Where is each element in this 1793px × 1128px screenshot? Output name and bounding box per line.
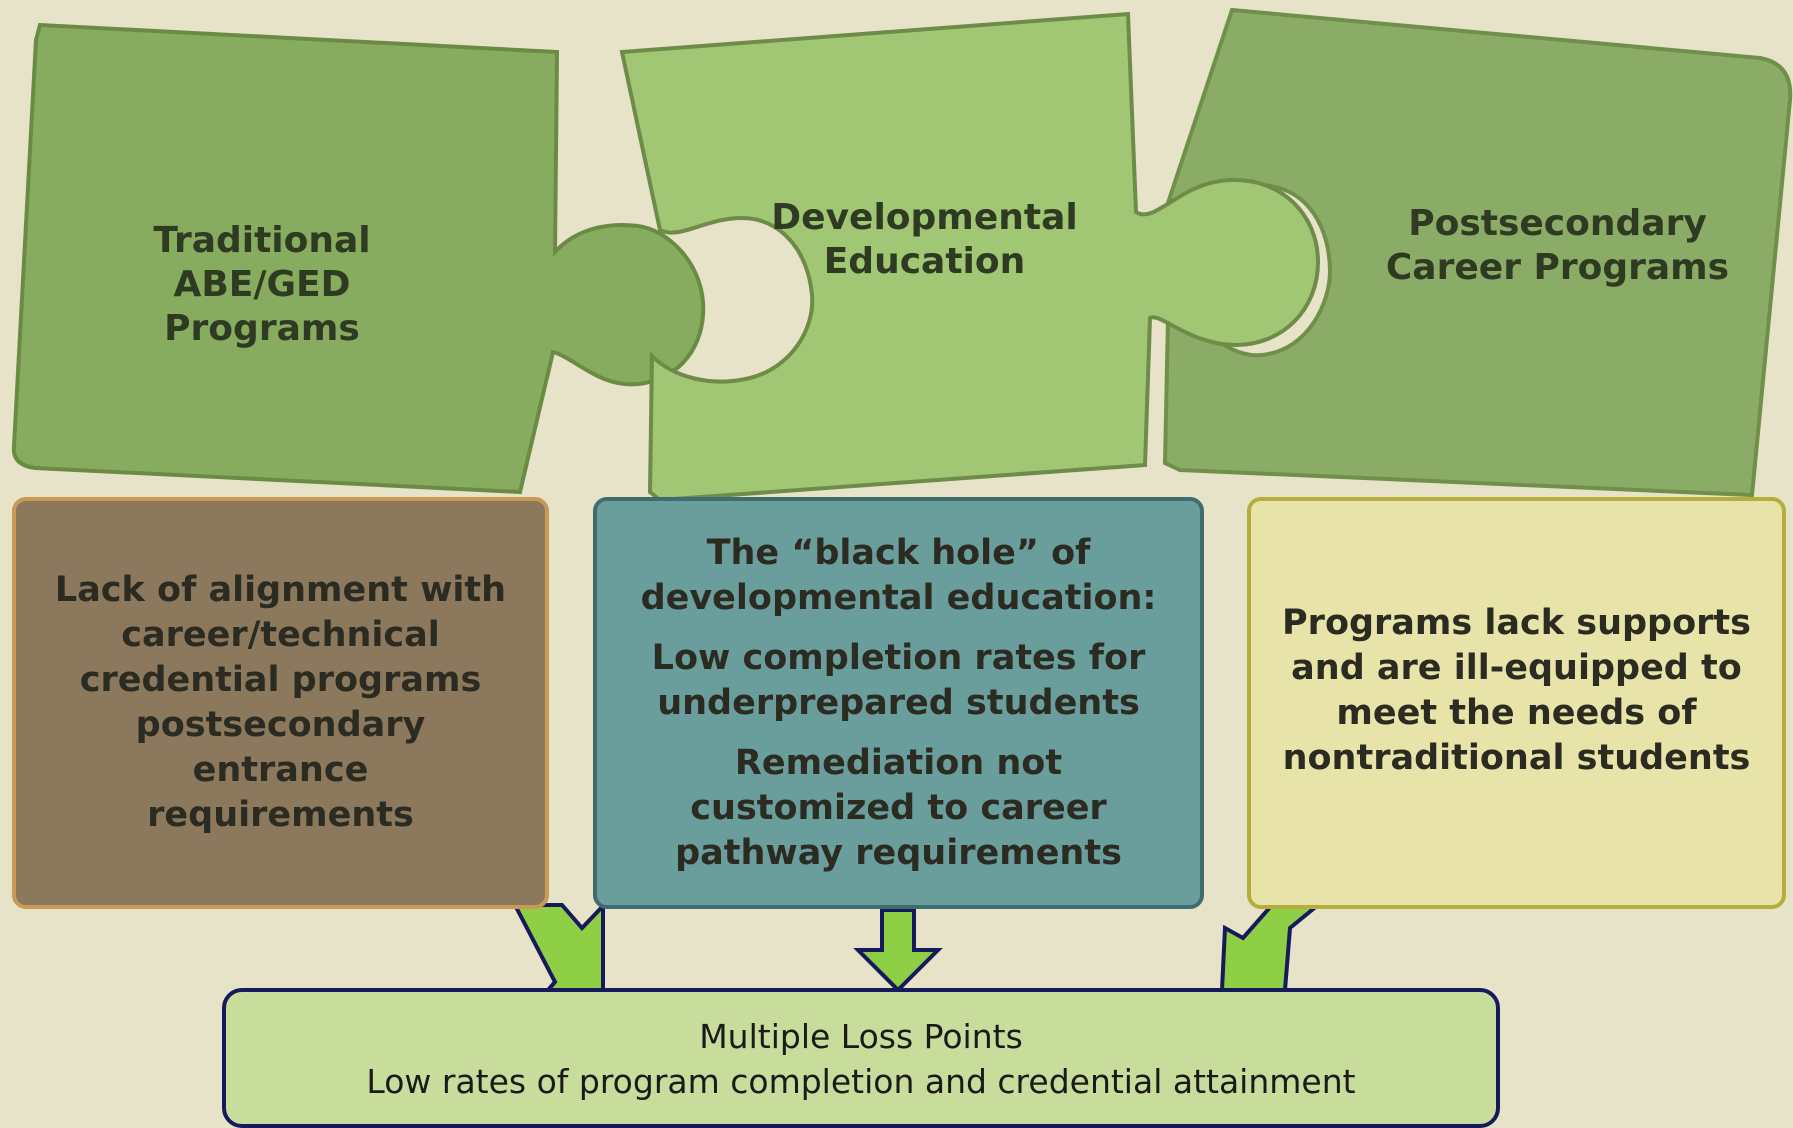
issue-line: Lack of alignment with <box>54 570 507 610</box>
piece-label-line: Traditional ABE/GED <box>153 220 371 305</box>
piece-label-abe-ged: Traditional ABE/GED Programs <box>62 219 462 351</box>
issue-line: credential programs <box>79 660 482 700</box>
piece-label-line: Career Programs <box>1385 247 1730 288</box>
piece-label-line: Postsecondary <box>1408 203 1707 244</box>
arrow-right-to-outcome <box>1219 903 1324 992</box>
issue-line: Remediation not <box>734 742 1063 783</box>
issue-heading: The “black hole” of developmental educat… <box>641 531 1157 621</box>
outcome-subtitle: Low rates of program completion and cred… <box>366 1062 1356 1101</box>
issue-line: The “black hole” of <box>706 532 1091 573</box>
issue-line: pathway requirements <box>675 832 1122 873</box>
issue-line: requirements <box>147 795 414 835</box>
issue-line: postsecondary entrance <box>135 705 426 790</box>
issue-line: Programs lack supports <box>1282 603 1751 643</box>
piece-label-developmental: Developmental Education <box>742 196 1107 284</box>
arrow-left-to-outcome <box>511 901 605 992</box>
puzzle-piece-abe-ged <box>11 22 706 495</box>
issue-line: meet the needs of <box>1336 693 1697 733</box>
issue-line: and are ill-equipped to <box>1291 648 1742 688</box>
issue-line: underprepared students <box>657 682 1140 723</box>
issue-line: nontraditional students <box>1282 738 1751 778</box>
issue-point-completion: Low completion rates for underprepared s… <box>652 636 1146 726</box>
piece-label-postsecondary: Postsecondary Career Programs <box>1370 202 1745 290</box>
piece-label-line: Education <box>823 241 1026 282</box>
issue-box-supports: Programs lack supports and are ill-equip… <box>1247 497 1786 909</box>
issue-line: career/technical <box>121 615 440 655</box>
outcome-box: Multiple Loss Points Low rates of progra… <box>222 988 1500 1128</box>
puzzle-piece-developmental <box>619 11 1321 503</box>
piece-label-line: Developmental <box>771 197 1078 238</box>
issue-point-remediation: Remediation not customized to career pat… <box>675 741 1122 876</box>
issue-line: customized to career <box>690 787 1107 828</box>
issue-line: developmental education: <box>640 577 1157 618</box>
issue-line: Low completion rates for <box>651 637 1146 678</box>
outcome-title: Multiple Loss Points <box>699 1017 1023 1056</box>
issue-box-alignment: Lack of alignment with career/technical … <box>12 497 549 909</box>
piece-label-line: Programs <box>164 308 360 349</box>
issue-box-black-hole: The “black hole” of developmental educat… <box>593 497 1204 909</box>
arrow-middle-to-outcome <box>853 908 943 993</box>
